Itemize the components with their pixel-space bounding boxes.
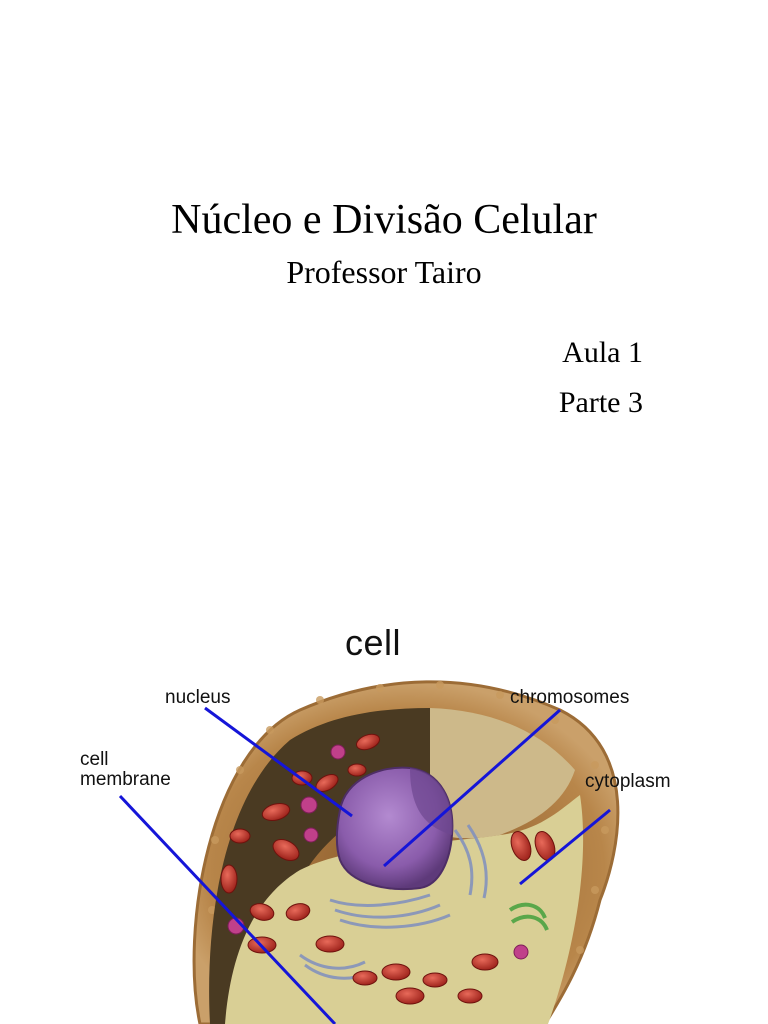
cell-illustration bbox=[118, 680, 620, 1024]
label-cell-membrane: cell membrane bbox=[80, 749, 171, 790]
slide-subtitle: Professor Tairo bbox=[286, 254, 482, 290]
cell-interior-wall bbox=[430, 708, 575, 839]
pointer-lines bbox=[118, 706, 611, 1024]
figure-title: cell bbox=[345, 622, 402, 663]
slide-title: Núcleo e Divisão Celular bbox=[171, 197, 597, 243]
label-nucleus: nucleus bbox=[165, 687, 231, 708]
label-chromosomes: chromosomes bbox=[510, 687, 630, 708]
cell-diagram: cell nucleus chromosomes cell membrane c… bbox=[0, 600, 768, 1024]
label-cytoplasm: cytoplasm bbox=[585, 771, 671, 792]
lysosomes bbox=[227, 744, 529, 960]
golgi-apparatus bbox=[508, 902, 549, 931]
lesson-number: Aula 1 bbox=[562, 336, 643, 369]
part-number: Parte 3 bbox=[558, 386, 643, 419]
